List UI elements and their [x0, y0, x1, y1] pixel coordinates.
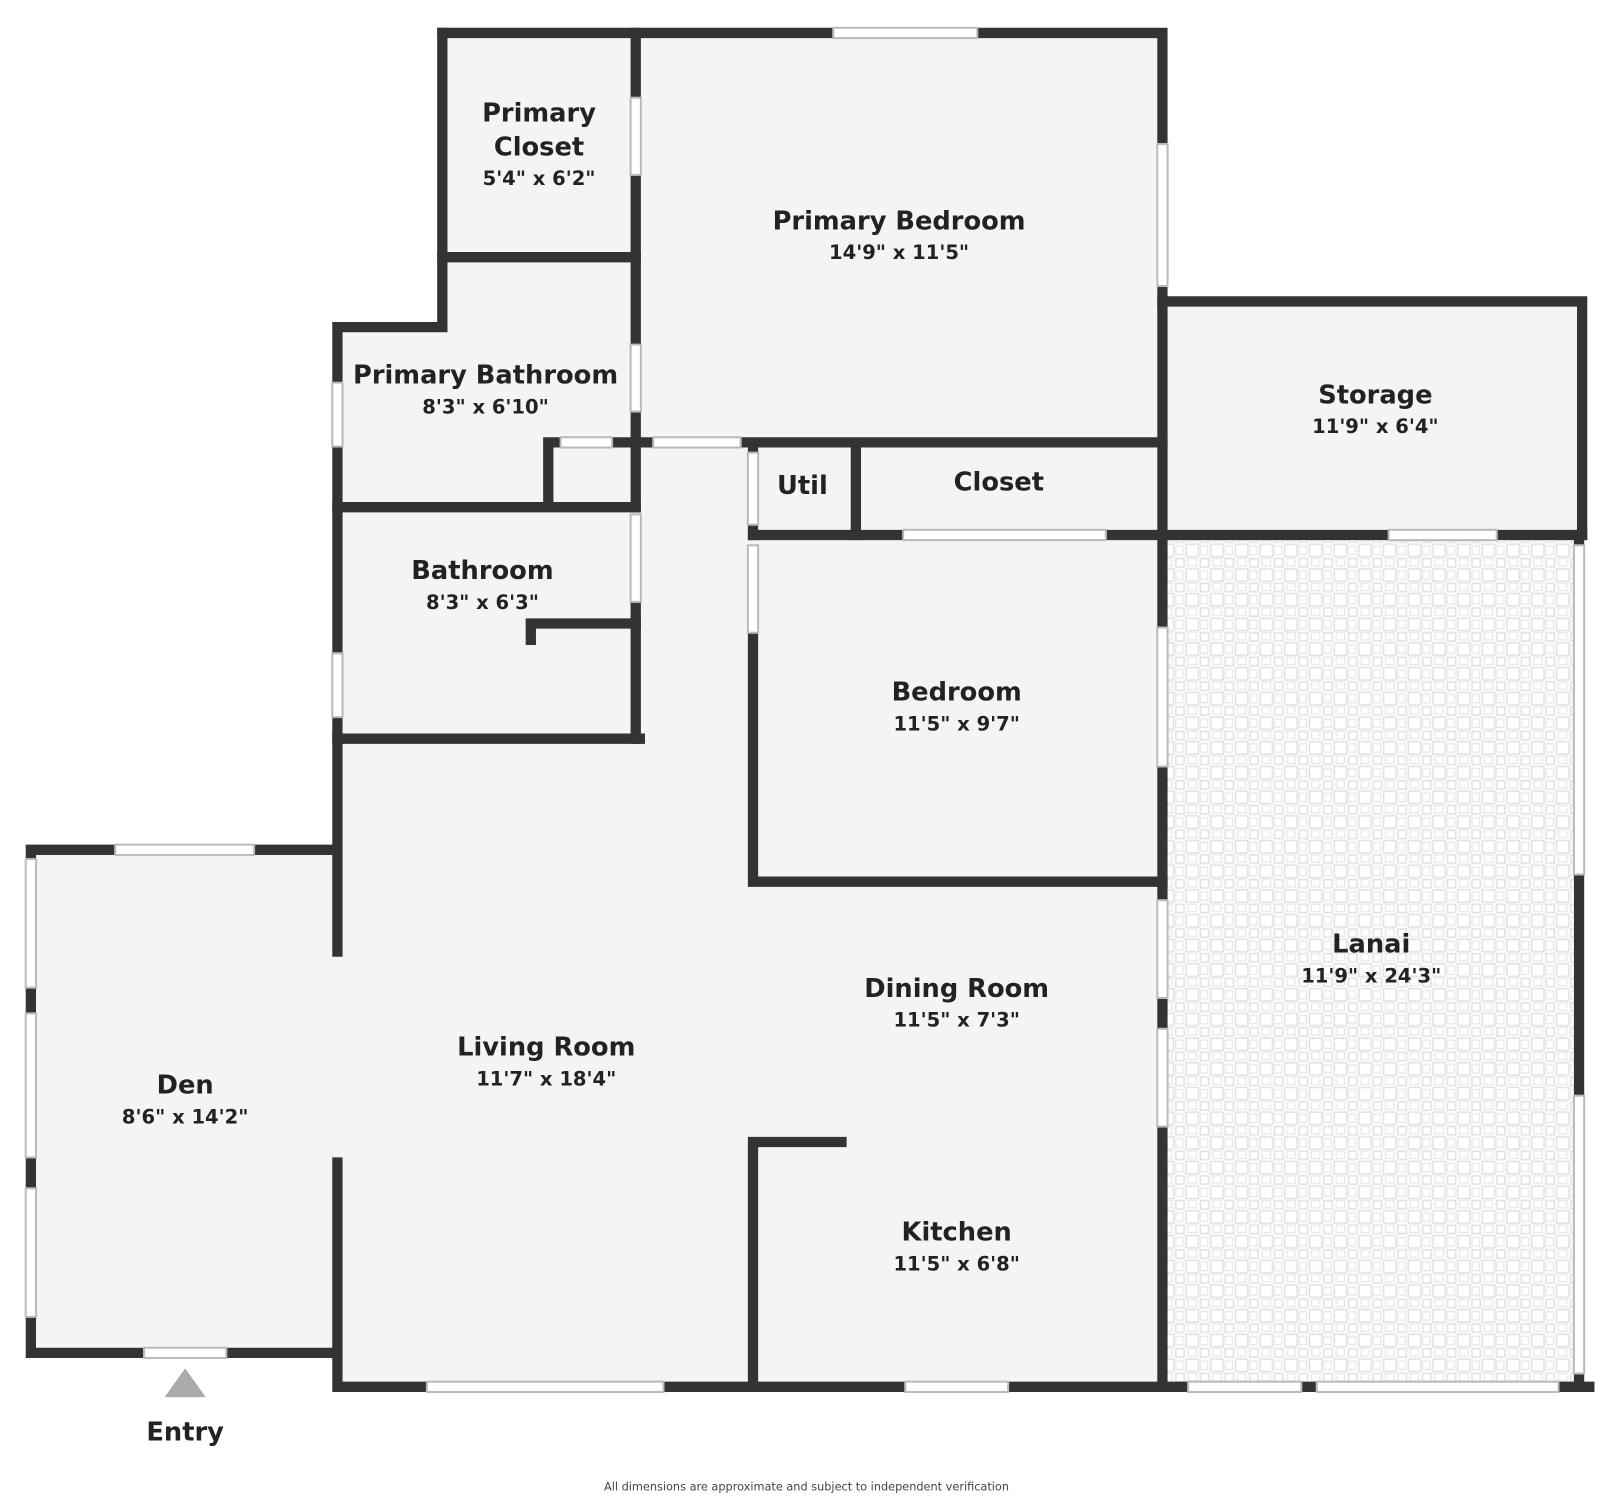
room-name: Bathroom	[411, 556, 553, 586]
room-name: Living Room	[457, 1033, 635, 1063]
room-bathroom: Bathroom 8'3" x 6'3"	[411, 556, 553, 614]
room-closet: Closet	[954, 468, 1044, 498]
room-dimensions: 11'5" x 9'7"	[893, 712, 1019, 735]
room-dimensions: 11'5" x 6'8"	[893, 1253, 1019, 1276]
room-name: Primary Bathroom	[353, 361, 618, 391]
room-name: Den	[157, 1071, 214, 1101]
lanai-tile-floor	[1162, 534, 1580, 1387]
room-name: Bedroom	[892, 678, 1022, 708]
room-dimensions: 11'7" x 18'4"	[476, 1067, 616, 1090]
room-name: Dining Room	[864, 974, 1049, 1004]
room-name: Storage	[1318, 380, 1432, 410]
room-dimensions: 11'9" x 24'3"	[1301, 965, 1441, 988]
room-kitchen: Kitchen 11'5" x 6'8"	[893, 1218, 1019, 1276]
room-name: Kitchen	[902, 1218, 1012, 1248]
room-name: Primary	[482, 98, 596, 128]
room-dimensions: 8'6" x 14'2"	[122, 1105, 248, 1128]
room-name: Closet	[494, 132, 584, 162]
room-lanai: Lanai 11'9" x 24'3"	[1301, 930, 1441, 988]
room-dining-room: Dining Room 11'5" x 7'3"	[864, 974, 1049, 1032]
triangle-up-icon	[164, 1368, 206, 1398]
floor-areas	[30, 32, 1583, 1387]
room-dimensions: 8'3" x 6'10"	[422, 396, 548, 419]
disclaimer: All dimensions are approximate and subje…	[604, 1481, 1009, 1494]
room-name: Closet	[954, 468, 1044, 498]
room-den: Den 8'6" x 14'2"	[122, 1071, 248, 1129]
room-storage: Storage 11'9" x 6'4"	[1312, 380, 1438, 438]
room-dimensions: 14'9" x 11'5"	[829, 241, 969, 264]
room-primary-closet: Primary Closet 5'4" x 6'2"	[482, 98, 596, 190]
room-name: Primary Bedroom	[773, 206, 1026, 236]
room-living-room: Living Room 11'7" x 18'4"	[457, 1033, 635, 1091]
room-name: Lanai	[1332, 930, 1410, 960]
room-name: Util	[777, 471, 828, 501]
room-dimensions: 5'4" x 6'2"	[483, 167, 596, 190]
windows	[24, 26, 1586, 1394]
room-util: Util	[777, 471, 828, 501]
room-primary-bedroom: Primary Bedroom 14'9" x 11'5"	[773, 206, 1026, 264]
room-dimensions: 8'3" x 6'3"	[426, 591, 539, 614]
entry-marker: Entry	[146, 1368, 224, 1447]
room-bedroom: Bedroom 11'5" x 9'7"	[892, 678, 1022, 736]
entry-label: Entry	[146, 1417, 224, 1447]
room-primary-bathroom: Primary Bathroom 8'3" x 6'10"	[353, 361, 618, 419]
room-dimensions: 11'5" x 7'3"	[893, 1009, 1019, 1032]
room-dimensions: 11'9" x 6'4"	[1312, 415, 1438, 438]
